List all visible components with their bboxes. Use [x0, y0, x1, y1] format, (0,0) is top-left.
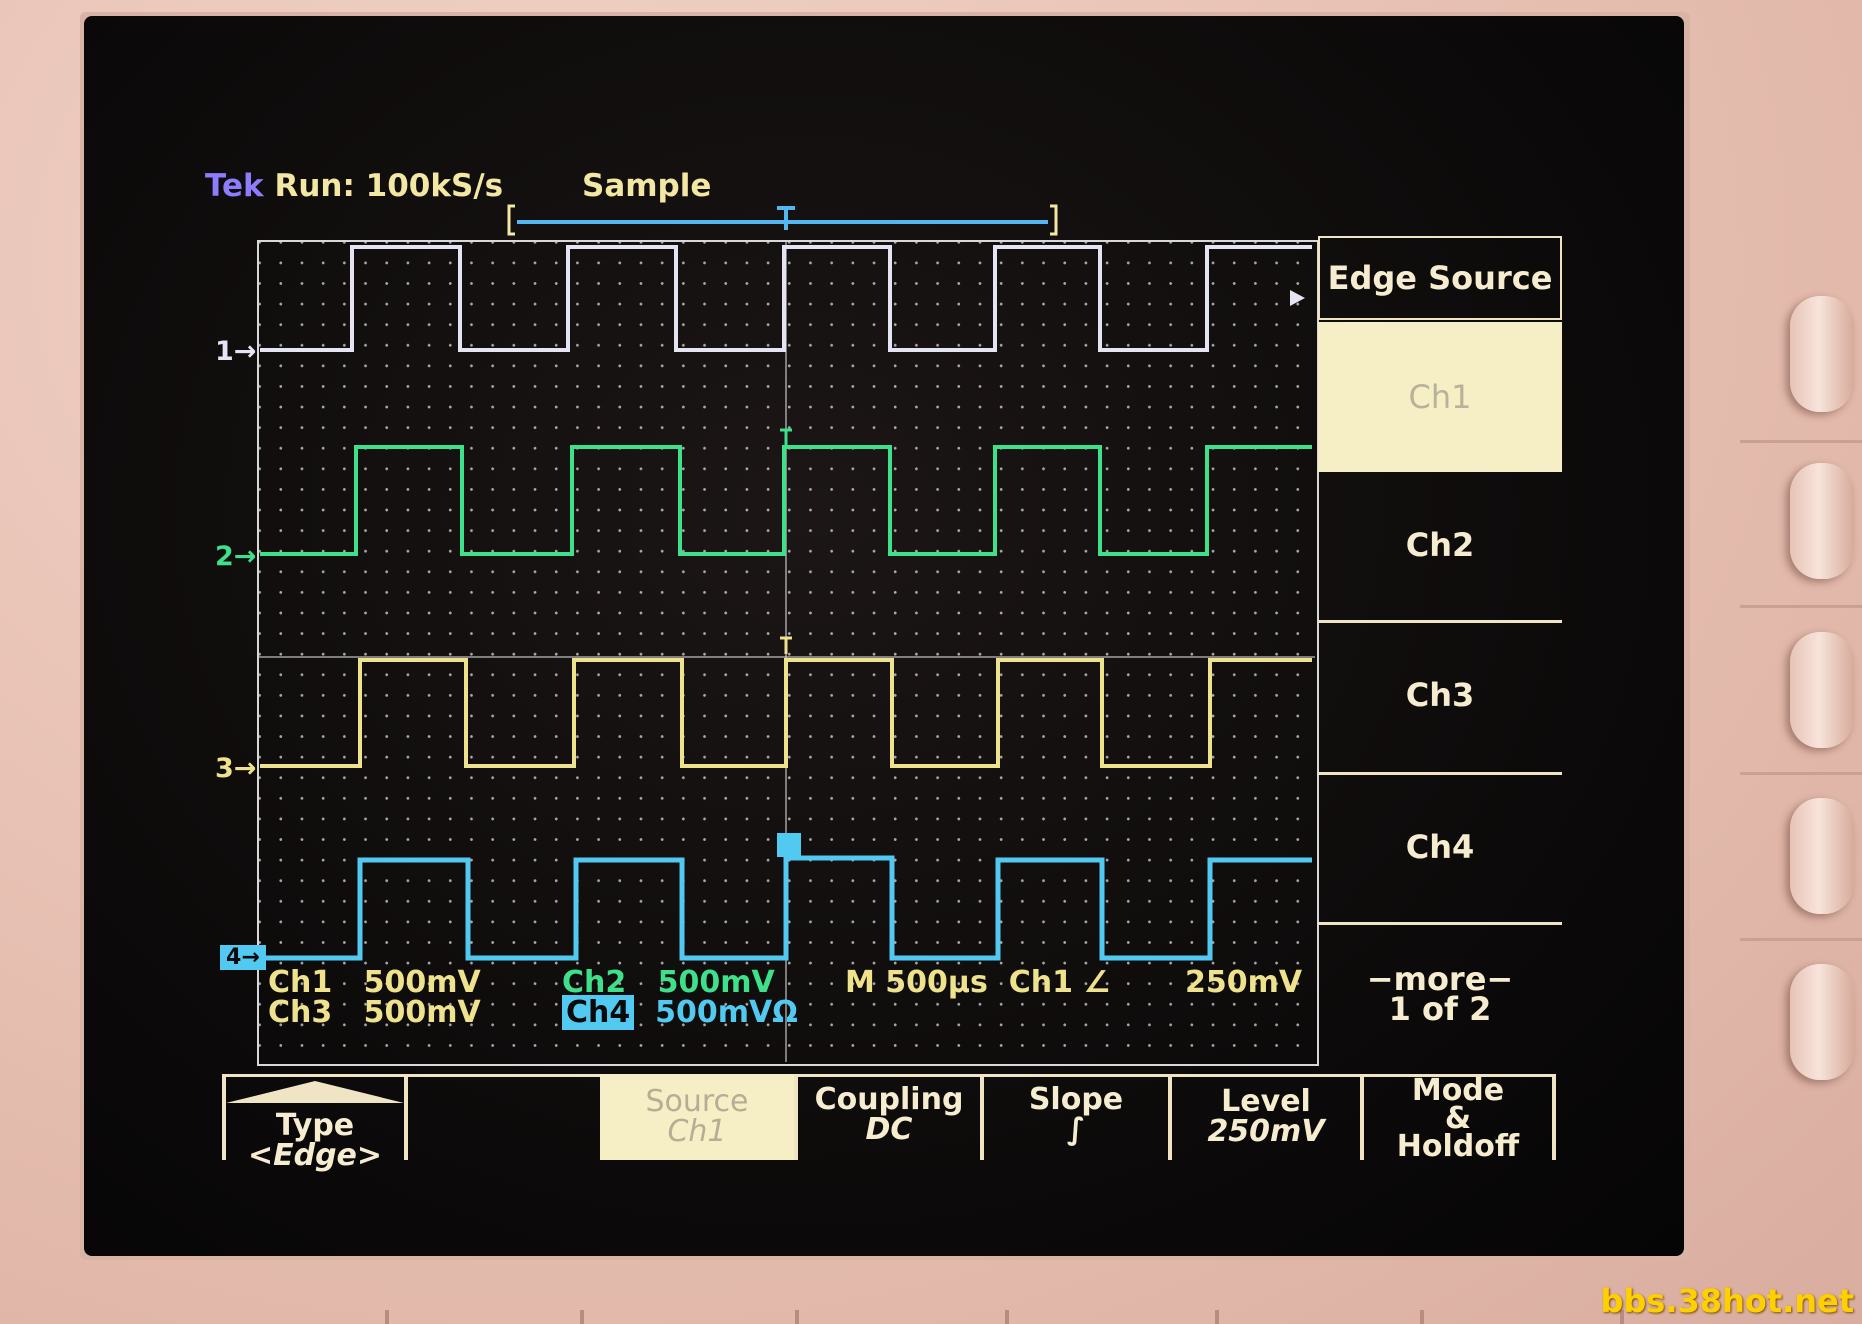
acquisition-mode: Sample	[582, 168, 712, 204]
ch2-trace	[260, 445, 1312, 556]
status-trigger-level: 250mV	[1185, 965, 1303, 1000]
status-ch4: Ch4 500mVΩ	[562, 995, 798, 1030]
side-menu-item-ch2[interactable]: Ch2	[1405, 526, 1475, 564]
ch2-ground-marker: 2→	[215, 541, 257, 572]
bezel-separator	[1740, 605, 1862, 608]
bezel-tick	[580, 1310, 584, 1324]
status-ch1: Ch1 500mV	[268, 965, 481, 1000]
side-menu: Edge Source Ch1 Ch2 Ch3 Ch4 −more− 1 of …	[1318, 234, 1562, 1058]
bezel-tick	[1620, 1310, 1624, 1324]
header-status: Tek Run: 100kS/s	[205, 168, 503, 204]
run-status: Run: 100kS/s	[274, 168, 504, 204]
active-menu-indicator-icon	[226, 1081, 404, 1103]
status-ch3: Ch3 500mV	[268, 995, 481, 1030]
menu-level-button[interactable]: Level 250mV	[1168, 1074, 1364, 1160]
status-timebase: M 500µs Ch1 ∠	[845, 965, 1111, 1000]
bezel-button-1[interactable]	[1790, 296, 1854, 412]
ch1-trace	[260, 245, 1312, 352]
bezel-button-3[interactable]	[1790, 632, 1854, 748]
rising-slope-icon: ∫	[1066, 1112, 1086, 1147]
slope-icon: ∠	[1083, 965, 1111, 1000]
record-view-bar	[507, 204, 1058, 236]
trigger-arrow	[1290, 290, 1305, 306]
bezel-separator	[1740, 440, 1862, 443]
side-menu-divider	[1318, 620, 1562, 623]
bezel-button-2[interactable]	[1790, 463, 1854, 579]
bezel-tick	[1420, 1310, 1424, 1324]
brand-label: Tek	[205, 168, 264, 204]
trigger-level-marker	[777, 833, 801, 857]
page-indicator: 1 of 2	[1388, 990, 1492, 1028]
more-label: −more−	[1366, 960, 1514, 998]
side-menu-item-ch1[interactable]: Ch1	[1318, 322, 1562, 472]
status-ch2: Ch2 500mV	[562, 965, 775, 1000]
ch4-ground-marker: 4→	[220, 945, 266, 970]
side-menu-divider	[1318, 922, 1562, 925]
side-menu-item-ch4[interactable]: Ch4	[1405, 828, 1475, 866]
menu-empty-slot	[404, 1074, 606, 1160]
menu-coupling-button[interactable]: Coupling DC	[794, 1074, 984, 1160]
bezel-tick	[1005, 1310, 1009, 1324]
ch3-trace	[260, 658, 1312, 768]
side-menu-more[interactable]: −more− 1 of 2	[1318, 960, 1562, 1028]
bezel-button-4[interactable]	[1790, 798, 1854, 914]
side-menu-divider	[1318, 772, 1562, 775]
menu-mode-holdoff-button[interactable]: Mode & Holdoff	[1360, 1074, 1556, 1162]
bezel-tick	[795, 1310, 799, 1324]
menu-type-button[interactable]: Type <Edge>	[222, 1074, 408, 1171]
ch1-ground-marker: 1→	[215, 336, 257, 367]
bezel-separator	[1740, 772, 1862, 775]
side-menu-title: Edge Source	[1318, 236, 1562, 320]
ch4-trace	[260, 855, 1312, 961]
bezel-tick	[1215, 1310, 1219, 1324]
bezel-separator	[1740, 938, 1862, 941]
ch3-ground-marker: 3→	[215, 753, 257, 784]
watermark: bbs.38hot.net	[1600, 1282, 1854, 1320]
bezel-tick	[385, 1310, 389, 1324]
menu-slope-button[interactable]: Slope ∫	[980, 1074, 1172, 1160]
menu-source-button[interactable]: Source Ch1	[600, 1074, 794, 1160]
side-menu-item-ch3[interactable]: Ch3	[1405, 676, 1475, 714]
bezel-button-5[interactable]	[1790, 964, 1854, 1080]
